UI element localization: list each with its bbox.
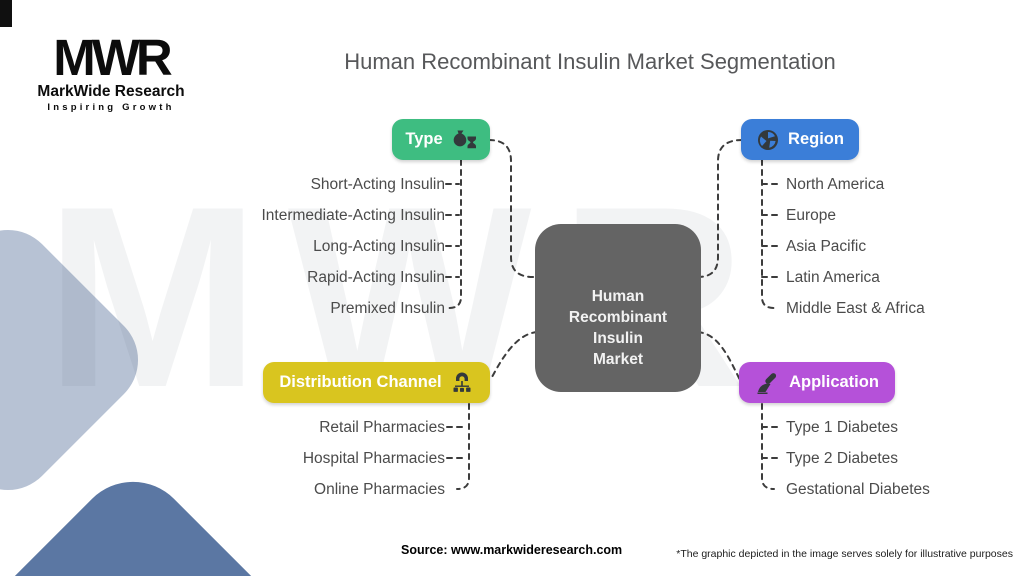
application-items-list: Type 1 Diabetes Type 2 Diabetes Gestatio… xyxy=(786,412,930,505)
ticks-distribution-items xyxy=(446,426,468,459)
region-items-list: North America Europe Asia Pacific Latin … xyxy=(786,169,925,324)
disclaimer-text: *The graphic depicted in the image serve… xyxy=(676,548,1013,560)
spine-distribution-items xyxy=(456,403,470,490)
list-item: Type 1 Diabetes xyxy=(786,419,899,436)
logo-mark-text: MWR xyxy=(53,29,172,86)
distribution-badge-label: Distribution Channel xyxy=(279,373,442,391)
ticks-region-items xyxy=(761,183,778,278)
markwide-logo: MWR MarkWide Research Inspiring Growth xyxy=(28,29,194,114)
central-node-line: Recombinant xyxy=(568,309,668,326)
list-item: Long-Acting Insulin xyxy=(313,238,445,255)
pen-launch-icon xyxy=(755,371,781,395)
central-node-line: Market xyxy=(593,351,643,368)
spine-application-items xyxy=(761,403,775,490)
type-items-list: Short-Acting Insulin Intermediate-Acting… xyxy=(148,169,445,324)
distribution-items-list: Retail Pharmacies Hospital Pharmacies On… xyxy=(148,412,445,505)
list-item: Middle East & Africa xyxy=(786,300,925,317)
money-bag-hourglass-icon xyxy=(451,129,477,151)
connector-type-to-center xyxy=(488,139,538,278)
list-item: Hospital Pharmacies xyxy=(302,450,445,467)
connector-center-to-application xyxy=(697,331,741,381)
connector-region-to-center xyxy=(697,139,743,278)
connector-center-to-distribution xyxy=(490,331,538,380)
region-badge-label: Region xyxy=(788,130,844,148)
spine-type-items xyxy=(448,159,462,309)
ticks-type-items xyxy=(445,183,460,278)
list-item: Asia Pacific xyxy=(786,238,867,255)
list-item: Rapid-Acting Insulin xyxy=(307,269,445,286)
source-text: Source: www.markwideresearch.com xyxy=(401,543,623,557)
region-badge: Region xyxy=(741,119,859,160)
central-node-line: Insulin xyxy=(593,330,643,347)
logo-company-name: MarkWide Research xyxy=(37,83,185,101)
list-item: North America xyxy=(786,176,885,193)
list-item: Gestational Diabetes xyxy=(786,481,930,498)
list-item: Latin America xyxy=(786,269,880,286)
list-item: Retail Pharmacies xyxy=(319,419,445,436)
list-item: Online Pharmacies xyxy=(314,481,445,498)
application-badge-label: Application xyxy=(789,373,879,391)
page-title: Human Recombinant Insulin Market Segment… xyxy=(344,49,836,74)
distribution-channel-badge: Distribution Channel xyxy=(263,362,490,403)
list-item: Premixed Insulin xyxy=(330,300,445,317)
network-nodes-icon xyxy=(450,371,474,395)
type-badge: Type xyxy=(392,119,490,160)
ticks-application-items xyxy=(761,426,778,459)
logo-tagline: Inspiring Growth xyxy=(47,102,175,114)
decor-corner-strip xyxy=(0,0,12,27)
type-badge-label: Type xyxy=(405,130,443,148)
globe-icon xyxy=(756,128,780,152)
application-badge: Application xyxy=(739,362,895,403)
central-node-line: Human xyxy=(591,288,645,305)
spine-region-items xyxy=(761,159,775,309)
list-item: Type 2 Diabetes xyxy=(786,450,899,467)
list-item: Short-Acting Insulin xyxy=(310,176,445,193)
central-market-node: Human Recombinant Insulin Market xyxy=(535,224,701,392)
list-item: Intermediate-Acting Insulin xyxy=(261,207,445,224)
list-item: Europe xyxy=(786,207,836,224)
